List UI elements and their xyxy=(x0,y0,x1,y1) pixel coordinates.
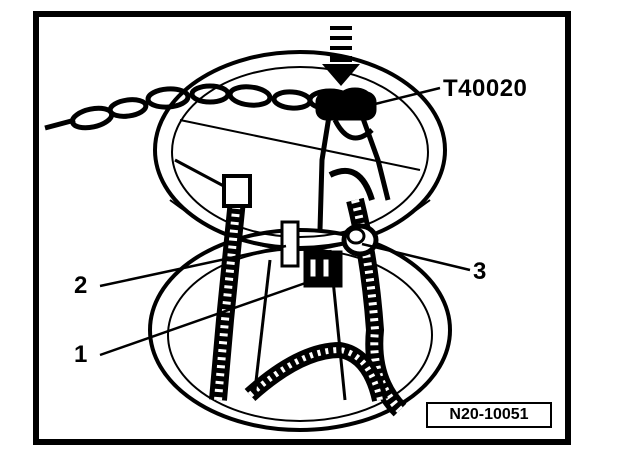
illustration-frame xyxy=(33,11,571,445)
callout-2: 2 xyxy=(74,272,88,299)
tool-hook xyxy=(315,91,391,231)
callout-1: 1 xyxy=(74,341,88,368)
callout-3: 3 xyxy=(473,258,487,285)
tool-label: T40020 xyxy=(443,75,528,102)
figure-reference: N20-10051 xyxy=(426,402,552,428)
leader-lines xyxy=(99,86,471,357)
fuel-line-left xyxy=(209,174,252,401)
force-arrow xyxy=(322,26,360,86)
